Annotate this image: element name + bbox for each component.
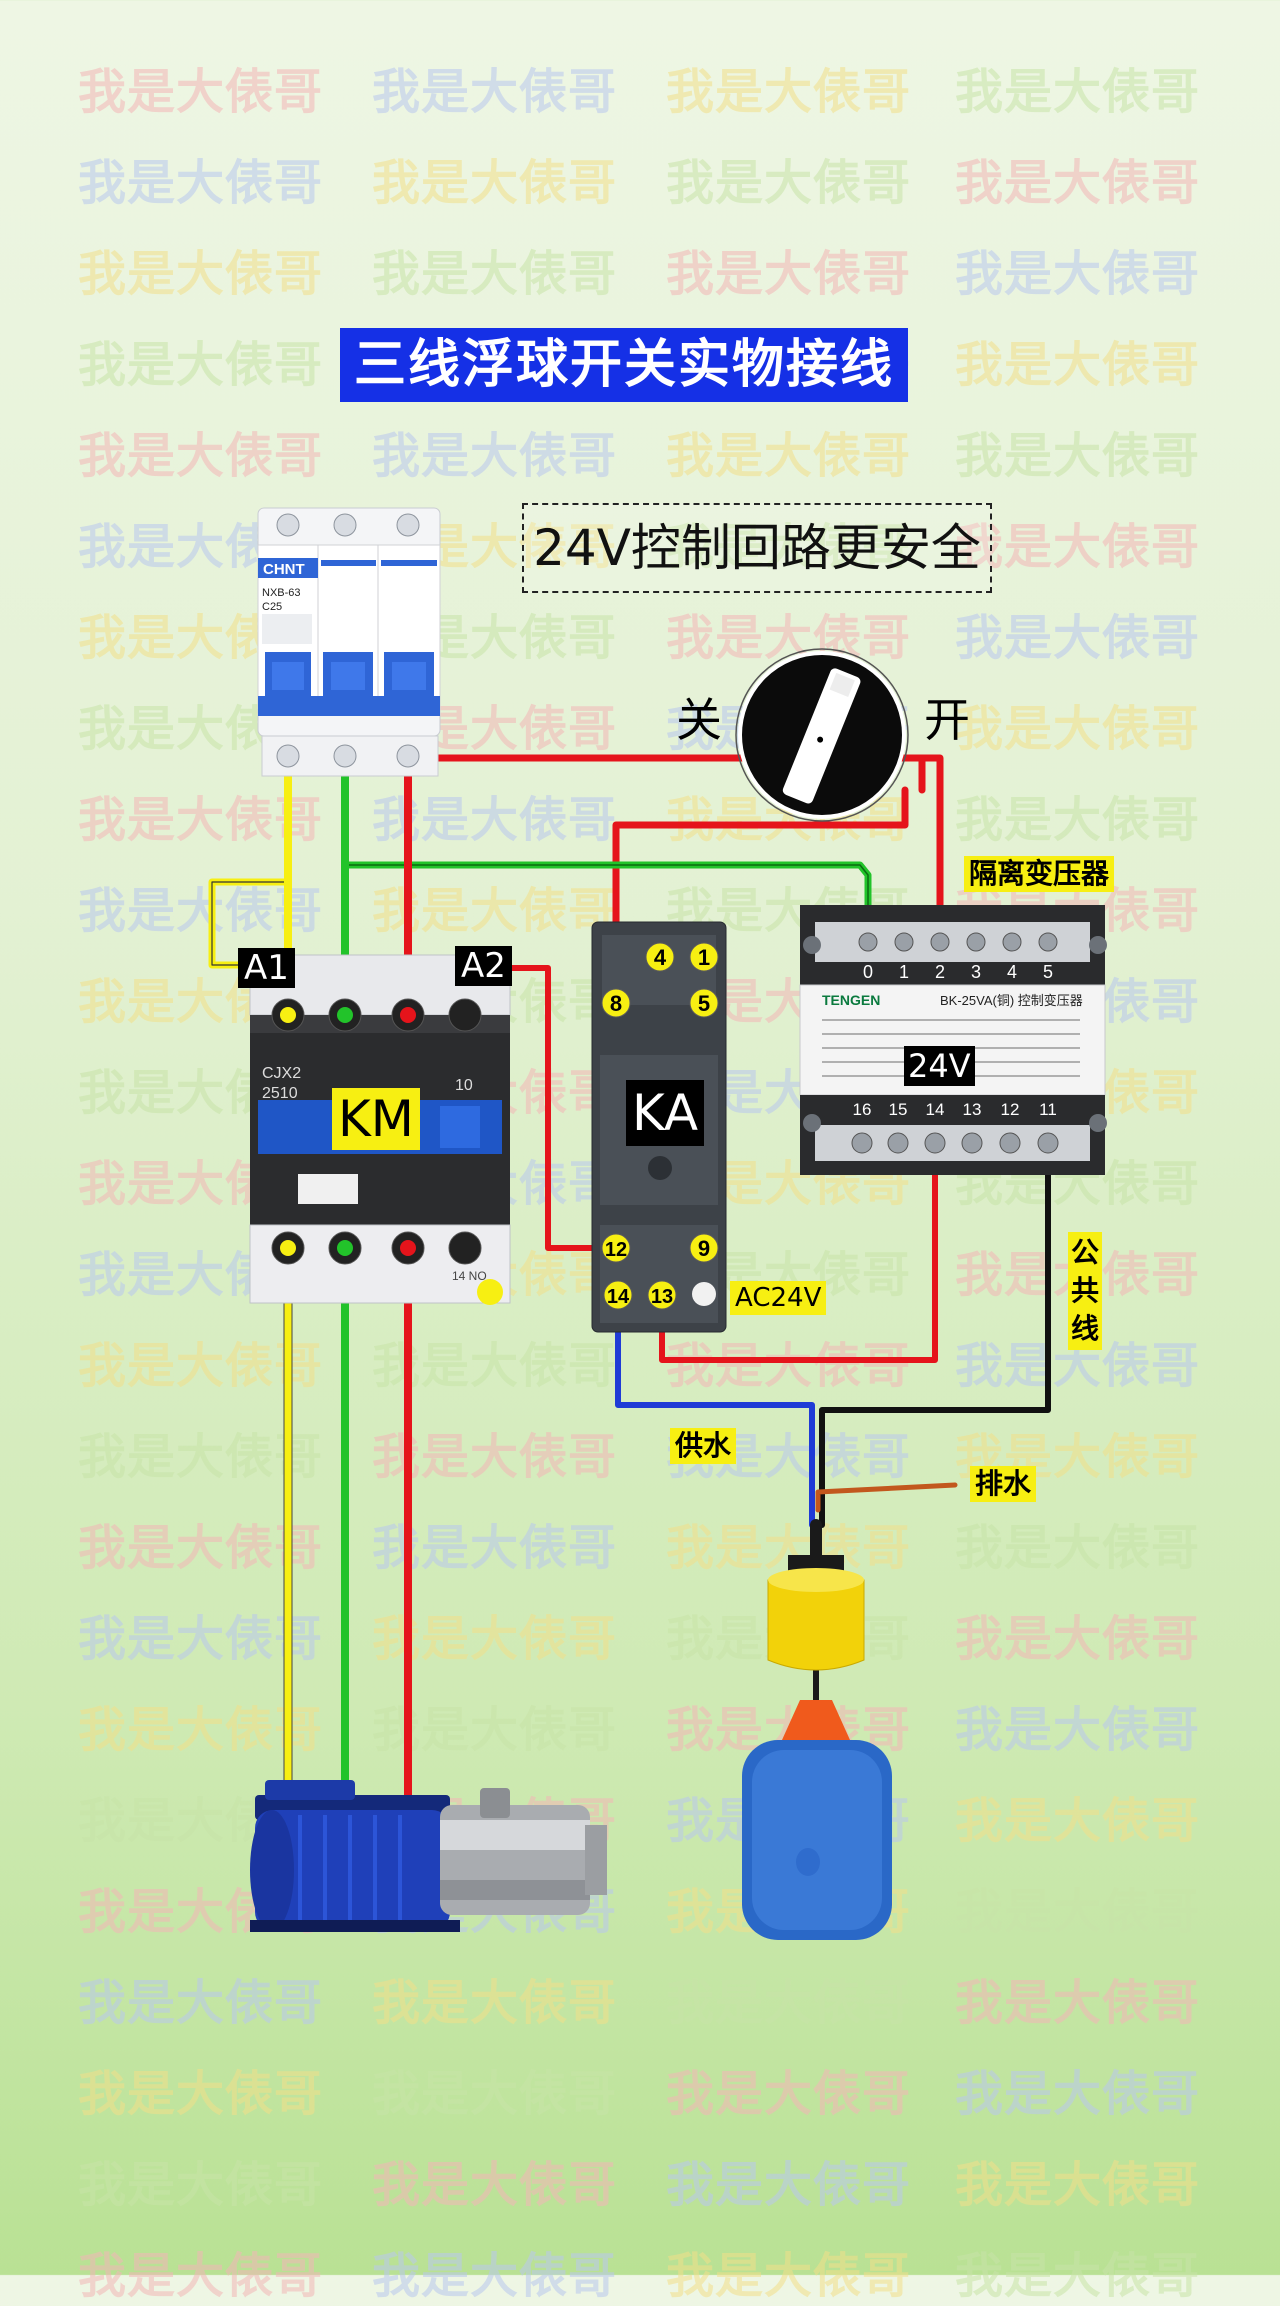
wire-switch-to-transformer-2 (894, 754, 944, 934)
relay-terminal-8 (601, 988, 631, 1018)
km-top-terminal-4 (448, 998, 482, 1032)
relay-terminal-14 (603, 1280, 633, 1310)
wire-l2-to-transformer-0-outline (344, 864, 869, 931)
float-switch (742, 1555, 892, 1940)
water-pump-motor (250, 1780, 607, 1932)
circuit-breaker: CHNT NXB-63 C25 (257, 507, 441, 777)
transformer-out-15: 15 (889, 1100, 908, 1119)
transformer-out-12: 12 (1001, 1100, 1020, 1119)
relay-terminal-label-12: 12 (605, 1239, 627, 1261)
transformer-model: BK-25VA(铜) 控制变压器 (940, 993, 1083, 1008)
relay-terminal-4 (645, 942, 675, 972)
relay-terminal-label-1: 1 (698, 945, 710, 970)
breaker-out-screw-3 (396, 744, 420, 768)
ka-name-label: KA (626, 1080, 705, 1146)
transformer-in-2: 2 (935, 962, 945, 982)
wires (208, 754, 1051, 1799)
transformer-in-5: 5 (1043, 962, 1053, 982)
common-wire-label: 公共线 (1068, 1232, 1102, 1350)
transformer-in-3: 3 (971, 962, 981, 982)
transformer-voltage-label: 24V (904, 1046, 975, 1086)
km-name-label: KM (332, 1088, 420, 1150)
relay-terminal-1 (689, 942, 719, 972)
wire-km-l1-to-motor-outline (283, 1247, 293, 1796)
switch-on-label: 开 (924, 693, 970, 747)
transformer-output-screws (851, 1132, 1059, 1154)
wire-switch-to-relay-8 (612, 786, 909, 994)
transformer-in-0: 0 (863, 962, 873, 982)
wire-l3-to-switch (406, 754, 749, 764)
relay-terminal-label-9: 9 (698, 1236, 710, 1261)
km-aux-dot (477, 1279, 503, 1305)
km-bottom-terminal-4 (448, 1231, 482, 1265)
wire-drain-brown (815, 1482, 958, 1513)
relay-terminal-label-13: 13 (651, 1286, 673, 1308)
transformer-out-11: 11 (1039, 1100, 1057, 1119)
relay-terminal-12 (601, 1233, 631, 1263)
relay-terminal-5 (689, 988, 719, 1018)
transformer-out-13: 13 (963, 1100, 982, 1119)
relay-terminal-13 (647, 1280, 677, 1310)
wire-relay-14-blue (615, 1297, 815, 1528)
km-aux-label: 14 NO (452, 1269, 487, 1283)
transformer-in-4: 4 (1007, 962, 1017, 982)
relay-terminal-label-4: 4 (654, 945, 667, 970)
relay-terminal-label-14: 14 (607, 1286, 630, 1308)
transformer-input-screws (858, 932, 1058, 952)
km-coil-a1-label: A1 (238, 948, 295, 988)
wire-l2-to-transformer-0 (341, 861, 872, 934)
breaker-screw-1 (276, 513, 300, 537)
relay-terminal-9 (689, 1233, 719, 1263)
breaker-model: NXB-63 (262, 587, 301, 599)
ka-supply-label: AC24V (730, 1281, 827, 1315)
breaker-out-screw-1 (276, 744, 300, 768)
transformer-in-1: 1 (899, 962, 909, 982)
transformer-title-label: 隔离变压器 (964, 856, 1115, 892)
page-title: 三线浮球开关实物接线 (340, 328, 909, 402)
breaker-screw-2 (333, 513, 357, 537)
relay-terminals (601, 942, 719, 1310)
page-subtitle: 24V控制回路更安全 (522, 503, 992, 593)
wire-common-black (819, 1127, 1051, 1528)
relay-terminal-label-5: 5 (698, 991, 710, 1016)
supply-water-label: 供水 (670, 1428, 737, 1464)
transformer-out-14: 14 (926, 1100, 945, 1119)
wire-a2-to-relay-12 (507, 965, 613, 1251)
isolation-transformer: 0 1 2 3 4 5 16 15 14 13 12 11 TENGEN BK-… (799, 905, 1107, 1175)
km-model-line2: 2510 (262, 1085, 298, 1102)
breaker-screw-3 (396, 513, 420, 537)
breaker-rating: C25 (262, 601, 282, 613)
km-model-line1: CJX2 (262, 1065, 301, 1082)
toggle-switch-symbol (735, 648, 909, 822)
breaker-out-screw-2 (333, 744, 357, 768)
switch-off-label: 关 (676, 693, 722, 747)
km-coil-a2-label: A2 (455, 946, 512, 986)
transformer-brand: TENGEN (822, 992, 880, 1008)
relay-terminal-label-8: 8 (610, 991, 622, 1016)
wire-a1-loop-outline (211, 881, 289, 966)
drain-water-label: 排水 (970, 1466, 1037, 1502)
breaker-brand: CHNT (263, 561, 305, 578)
km-rating: 10 (455, 1077, 473, 1094)
transformer-out-16: 16 (853, 1100, 872, 1119)
